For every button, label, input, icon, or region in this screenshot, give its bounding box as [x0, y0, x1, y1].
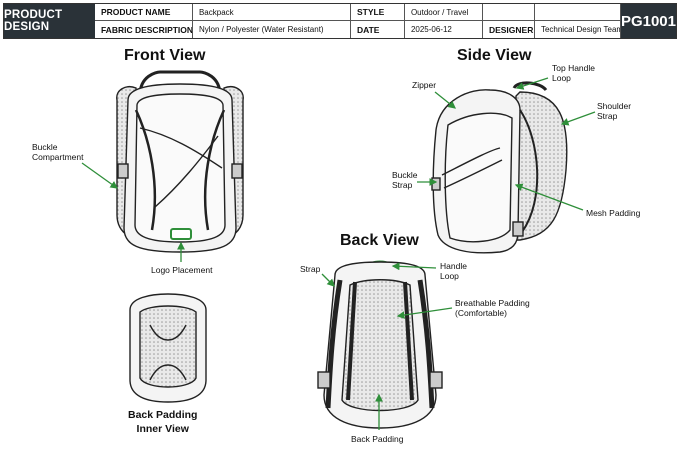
- callout-shoulder-strap: Shoulder Strap: [597, 101, 631, 121]
- product-code: PG1001: [620, 4, 676, 38]
- style-label: STYLE: [350, 4, 405, 21]
- empty-cell: [482, 4, 535, 21]
- date-label: DATE: [351, 21, 405, 38]
- back-view-title: Back View: [340, 232, 419, 249]
- callout-mesh-padding: Mesh Padding: [586, 208, 641, 218]
- callout-back-padding: Back Padding: [351, 434, 404, 444]
- callout-line: Compartment: [32, 152, 84, 162]
- callout-line: Loop: [440, 271, 459, 281]
- callout-logo-placement: Logo Placement: [151, 265, 213, 275]
- callout-strap: Strap: [300, 264, 321, 274]
- callout-line: Strap: [597, 111, 618, 121]
- callout-breathable-padding: Breathable Padding (Comfortable): [455, 298, 530, 318]
- padding-inner-drawing: [129, 293, 207, 403]
- padding-title-line-1: Back Padding: [128, 409, 198, 421]
- callout-handle-loop: Handle Loop: [440, 261, 467, 281]
- callout-line: Loop: [552, 73, 571, 83]
- back-view-drawing: [317, 260, 443, 429]
- callout-line: Top Handle: [552, 63, 596, 73]
- brand-label: PRODUCT DESIGN: [4, 4, 95, 38]
- designer-value: Technical Design Team: [535, 21, 621, 38]
- designer-label: DESIGNER: [483, 21, 535, 38]
- callout-zipper: Zipper: [412, 80, 437, 90]
- front-view-drawing: [116, 70, 244, 253]
- empty-cell: [534, 4, 621, 21]
- padding-title-line-2: Inner View: [136, 423, 189, 435]
- callout-line: Buckle: [392, 170, 418, 180]
- callout-line: Handle: [440, 261, 467, 271]
- side-view-drawing: [431, 81, 568, 254]
- callout-line: Buckle: [32, 142, 58, 152]
- callout-line: Strap: [392, 180, 413, 190]
- callout-line: Shoulder: [597, 101, 632, 111]
- front-view-title: Front View: [124, 47, 206, 64]
- callout-line: Breathable Padding: [455, 298, 530, 308]
- product-name-label: PRODUCT NAME: [94, 4, 193, 21]
- style-value: Outdoor / Travel: [404, 4, 483, 21]
- side-view-title: Side View: [457, 47, 532, 64]
- callout-arrows: [81, 77, 596, 430]
- fabric-value: Nylon / Polyester (Water Resistant): [193, 21, 351, 38]
- fabric-label: FABRIC DESCRIPTION: [95, 21, 193, 38]
- callout-buckle-strap: Buckle Strap: [392, 170, 418, 190]
- callout-buckle-compartment: Buckle Compartment: [32, 142, 84, 162]
- callout-top-handle: Top Handle Loop: [552, 63, 595, 83]
- spec-header: PRODUCT DESIGN PRODUCT NAME Backpack STY…: [3, 3, 677, 39]
- date-value: 2025-06-12: [405, 21, 483, 38]
- callout-line: (Comfortable): [455, 308, 507, 318]
- spec-grid: PRODUCT NAME Backpack STYLE Outdoor / Tr…: [94, 4, 621, 38]
- product-name-value: Backpack: [192, 4, 351, 21]
- padding-title: Back Padding Inner View: [128, 408, 197, 436]
